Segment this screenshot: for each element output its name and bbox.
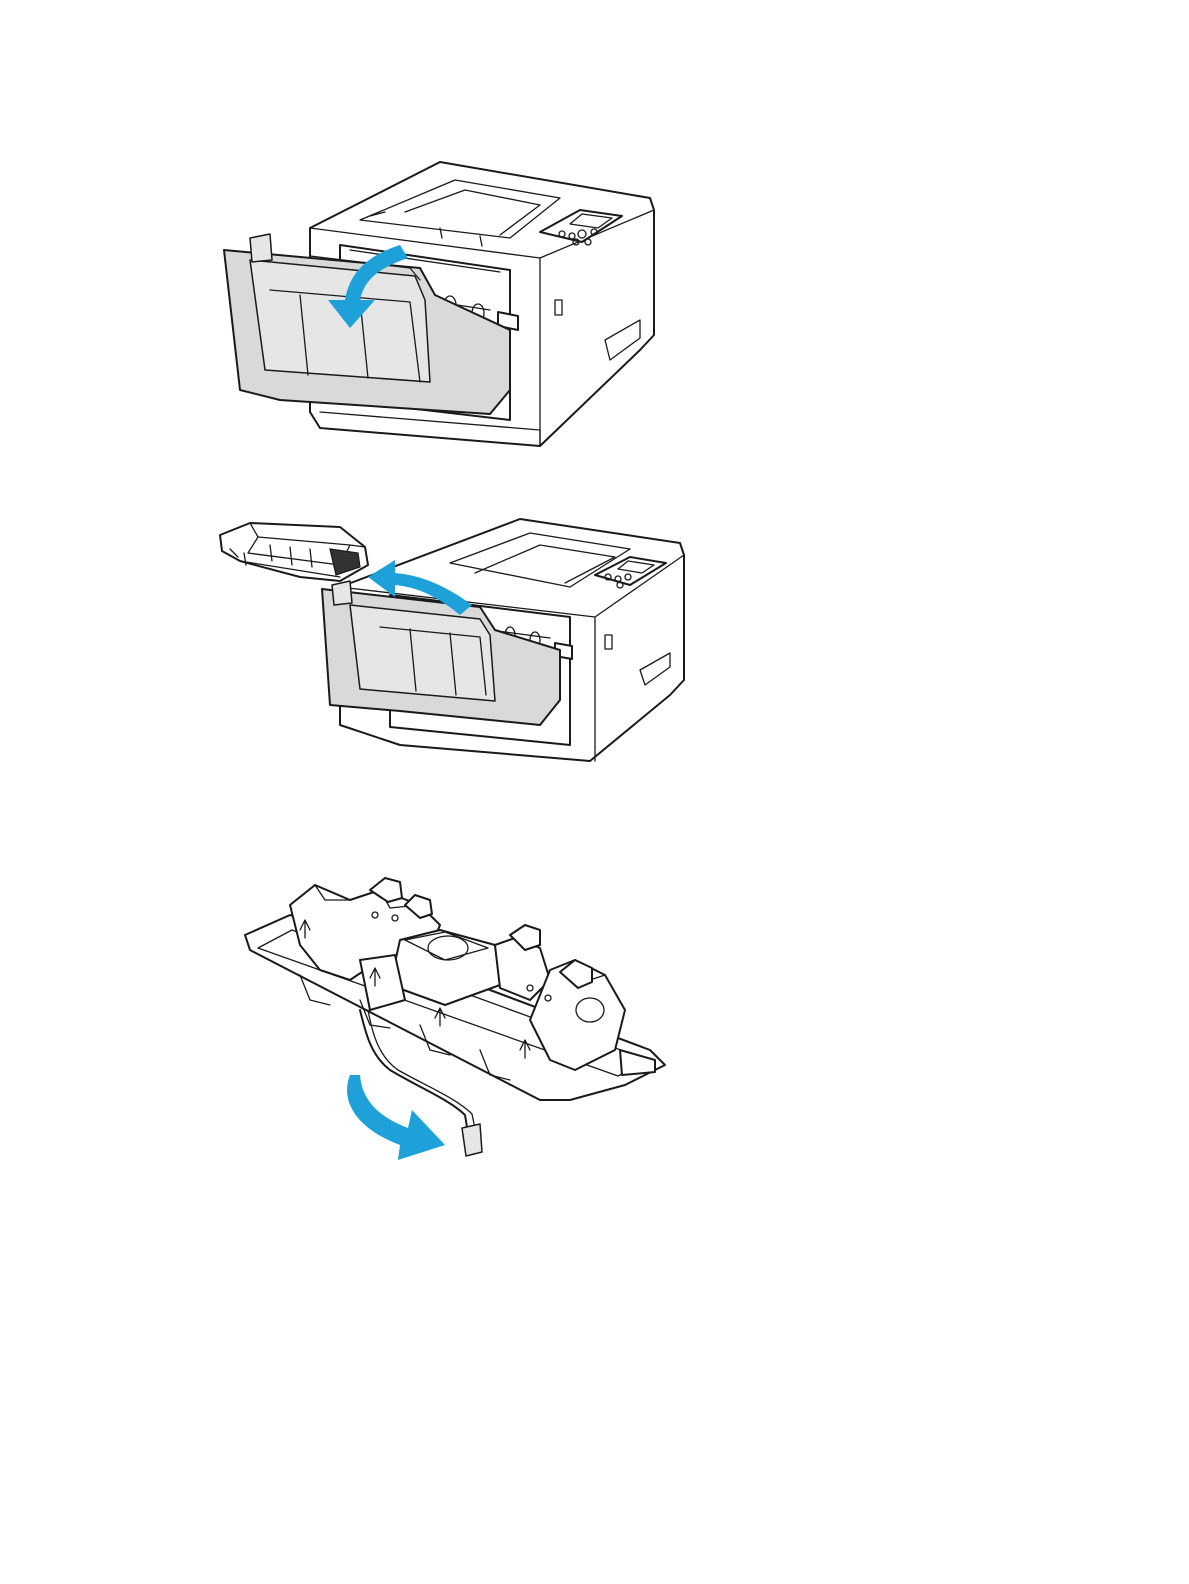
printer-open-door-figure	[210, 150, 670, 470]
packing-tray-figure	[230, 860, 680, 1190]
packing-tray-pull-strip-illustration	[230, 860, 680, 1190]
printer-remove-cartridge-figure	[210, 505, 700, 785]
printer-remove-cartridge-illustration	[210, 505, 700, 785]
printer-open-door-illustration	[210, 150, 670, 470]
